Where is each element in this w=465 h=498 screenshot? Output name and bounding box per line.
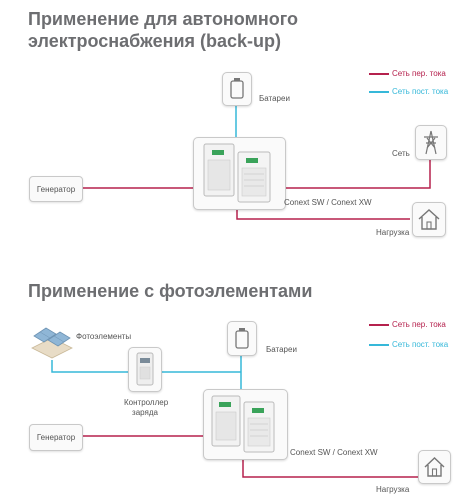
- grid-box-1: [415, 125, 447, 160]
- battery-box-1: [222, 72, 252, 106]
- legend-ac-label-2: Сеть пер. тока: [392, 320, 446, 329]
- section1-title: Применение для автономного электроснабже…: [28, 8, 298, 52]
- ac-wire-grid-1: [283, 160, 431, 189]
- controller-label-2: Контроллер заряда: [124, 398, 169, 418]
- house-icon: [424, 457, 445, 477]
- battery-label-2: Батареи: [266, 345, 297, 354]
- load-box-1: [412, 202, 446, 237]
- inverter-label-2: Conext SW / Conext XW: [290, 448, 378, 457]
- battery-box-2: [227, 321, 257, 356]
- inverter-box-1: [193, 137, 286, 210]
- section2-title: Применение с фотоэлементами: [28, 281, 313, 301]
- battery-icon: [235, 328, 249, 349]
- inverter-icon: [211, 395, 275, 453]
- load-box-2: [418, 450, 451, 484]
- solar-panel-icon: [31, 327, 73, 359]
- battery-icon: [230, 78, 244, 99]
- controller-label-line2: заряда: [132, 408, 158, 417]
- legend-dc-label-1: Сеть пост. тока: [392, 87, 449, 96]
- section1-title-line2: электроснабжения (back-up): [28, 31, 282, 51]
- ac-wire-load-1: [236, 208, 410, 220]
- load-label-1: Нагрузка: [376, 228, 410, 237]
- generator-box-2: Генератор: [29, 424, 83, 451]
- battery-label-1: Батареи: [259, 94, 290, 103]
- transmission-tower-icon: [424, 130, 438, 155]
- load-label-2: Нагрузка: [376, 485, 410, 494]
- ac-wire-load-2: [242, 458, 418, 478]
- generator-label-1: Генератор: [36, 184, 76, 194]
- generator-label-2: Генератор: [36, 433, 76, 442]
- section1-title-line1: Применение для автономного: [28, 9, 298, 29]
- controller-label-line1: Контроллер: [124, 398, 169, 407]
- dc-wire-pv-2: [51, 360, 128, 373]
- legend-dc-label-2: Сеть пост. тока: [392, 340, 449, 349]
- house-icon: [418, 209, 440, 230]
- grid-label-1: Сеть: [392, 149, 410, 158]
- inverter-icon: [203, 143, 271, 203]
- inverter-box-2: [203, 389, 288, 460]
- charge-controller-icon: [136, 352, 154, 386]
- controller-box-2: [128, 347, 162, 392]
- legend-ac-label-1: Сеть пер. тока: [392, 69, 446, 78]
- generator-box-1: Генератор: [29, 176, 83, 202]
- inverter-label-1: Conext SW / Conext XW: [284, 198, 372, 207]
- pv-label-2: Фотоэлементы: [76, 332, 132, 341]
